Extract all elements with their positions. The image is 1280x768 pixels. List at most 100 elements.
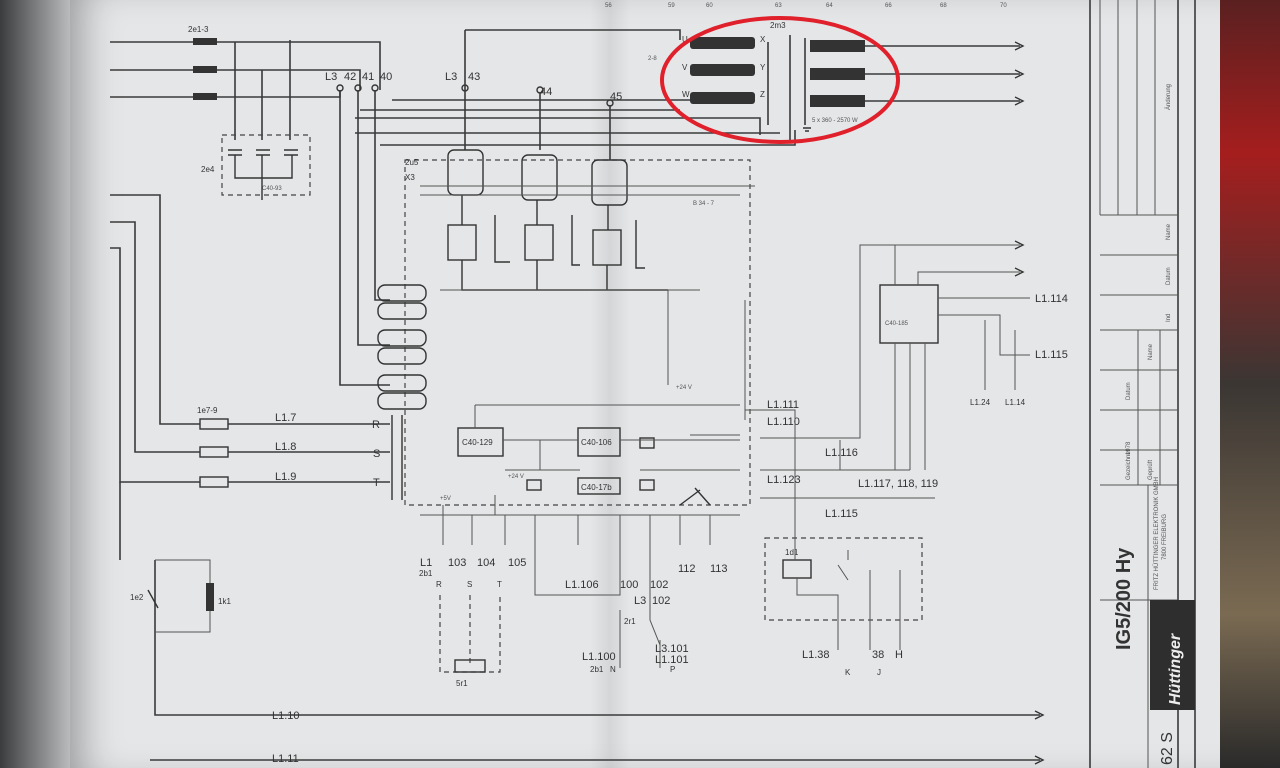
title-block-text: Änderung Name Datum Ind Datum Name Gezei…: [1113, 84, 1184, 765]
svg-text:N: N: [610, 665, 616, 674]
svg-text:2e4: 2e4: [201, 165, 215, 174]
title-block: [1089, 0, 1196, 768]
switch-label: 1e2: [130, 593, 144, 602]
svg-text:R: R: [372, 419, 380, 431]
svg-text:Name: Name: [1148, 343, 1154, 360]
svg-text:7800 FREIBURG: 7800 FREIBURG: [1162, 514, 1168, 560]
svg-text:2u5: 2u5: [405, 158, 419, 167]
relay-coil-label: 1k1: [218, 597, 231, 606]
svg-text:W: W: [682, 90, 690, 99]
company-logo: Hüttinger: [1167, 633, 1184, 705]
top-ruler: 56 59 60 63 64 66 68 70: [605, 3, 1007, 9]
model-name: IG5/200 Hy: [1113, 547, 1135, 650]
svg-text:C40-17b: C40-17b: [581, 483, 612, 492]
book-edge-shadow: [0, 0, 70, 768]
svg-text:60: 60: [706, 3, 713, 9]
svg-text:105: 105: [508, 557, 526, 569]
svg-text:C40-129: C40-129: [462, 438, 493, 447]
svg-text:L1.114: L1.114: [1035, 293, 1068, 305]
svg-text:2r1: 2r1: [624, 617, 636, 626]
svg-text:Datum: Datum: [1166, 267, 1172, 285]
svg-text:L1.106: L1.106: [565, 579, 599, 591]
svg-text:112: 112: [678, 563, 696, 575]
svg-text:2m3: 2m3: [770, 21, 786, 30]
transformer: 2m3 2-8 U V W X Y Z 5 x 360 - 2570 W: [648, 21, 1020, 140]
svg-text:41: 41: [362, 71, 374, 83]
svg-text:L3: L3: [445, 71, 457, 83]
svg-text:Y: Y: [760, 63, 766, 72]
svg-text:L1.110: L1.110: [767, 416, 800, 428]
svg-text:102: 102: [650, 579, 668, 591]
svg-text:V: V: [682, 63, 688, 72]
svg-text:63: 63: [775, 3, 782, 9]
svg-text:43: 43: [468, 71, 480, 83]
svg-text:100: 100: [620, 579, 638, 591]
svg-text:L1.14: L1.14: [1005, 398, 1026, 407]
sheet-number: 62 S: [1159, 732, 1176, 765]
svg-text:U: U: [682, 35, 688, 44]
svg-text:FRITZ HÜTTINGER ELEKTRONIK GMB: FRITZ HÜTTINGER ELEKTRONIK GMBH: [1153, 477, 1160, 590]
svg-text:2b1: 2b1: [590, 665, 604, 674]
svg-text:Name: Name: [1166, 223, 1172, 240]
svg-text:5 x 360 - 2570 W: 5 x 360 - 2570 W: [812, 118, 858, 124]
capacitor-group: 2e4 C40-93: [201, 134, 311, 200]
svg-text:38: 38: [872, 649, 884, 661]
background-surface: [1220, 0, 1280, 768]
output-arrows: [1014, 41, 1045, 765]
svg-text:R: R: [436, 580, 442, 589]
svg-text:K: K: [845, 668, 851, 677]
svg-text:L1.100: L1.100: [582, 651, 616, 663]
svg-text:Änderung: Änderung: [1165, 84, 1172, 110]
svg-text:L1.111: L1.111: [767, 399, 799, 411]
svg-text:59: 59: [668, 3, 675, 9]
svg-text:5r1: 5r1: [456, 679, 468, 688]
highlight-ellipse: [660, 16, 900, 144]
svg-text:S: S: [373, 448, 380, 460]
svg-text:L3: L3: [634, 595, 646, 607]
svg-text:C40-93: C40-93: [262, 186, 282, 192]
svg-text:Z: Z: [760, 90, 765, 99]
svg-text:+5V: +5V: [440, 496, 451, 502]
svg-text:L3: L3: [325, 71, 337, 83]
svg-text:H: H: [895, 649, 903, 661]
svg-text:X: X: [760, 35, 766, 44]
svg-text:1978: 1978: [1126, 441, 1132, 455]
svg-text:T: T: [497, 580, 502, 589]
svg-text:Ind: Ind: [1166, 314, 1172, 322]
relay-unit: 1d1 L1.38 38 H K J: [764, 535, 923, 677]
svg-text:1e7-9: 1e7-9: [197, 406, 218, 415]
svg-text:+24 V: +24 V: [676, 385, 692, 391]
svg-text:2-8: 2-8: [648, 56, 657, 62]
svg-text:70: 70: [1000, 3, 1007, 9]
rectifier-block: 2u5 X3 B 34 - 7: [404, 149, 755, 506]
svg-text:L1.101: L1.101: [655, 654, 689, 666]
fuse-label: 2e1-3: [188, 25, 209, 34]
svg-text:L1.123: L1.123: [767, 474, 801, 486]
svg-text:L1.115: L1.115: [1035, 349, 1068, 361]
svg-text:Geprüft: Geprüft: [1148, 460, 1154, 480]
svg-text:S: S: [467, 580, 472, 589]
svg-text:L1.117, 118, 119: L1.117, 118, 119: [858, 478, 938, 490]
svg-text:L1.115: L1.115: [825, 508, 858, 520]
svg-text:66: 66: [885, 3, 892, 9]
svg-text:Gezeichnet: Gezeichnet: [1126, 449, 1132, 480]
fuse-bank: 1e7-9: [197, 406, 390, 488]
svg-text:64: 64: [826, 3, 833, 9]
line-label-l110: L1.10: [272, 710, 300, 722]
svg-text:104: 104: [477, 557, 495, 569]
svg-text:L1.9: L1.9: [275, 471, 296, 483]
svg-text:Datum: Datum: [1126, 382, 1132, 400]
svg-text:X3: X3: [405, 173, 415, 182]
svg-text:2b1: 2b1: [419, 569, 433, 578]
svg-text:L1.24: L1.24: [970, 398, 991, 407]
svg-text:102: 102: [652, 595, 670, 607]
terminal-labels-top: L3 42 41 40 L3 43 44 45: [325, 71, 622, 107]
svg-text:+24 V: +24 V: [508, 474, 524, 480]
svg-text:40: 40: [380, 71, 392, 83]
svg-text:L1.116: L1.116: [825, 447, 858, 459]
left-feed-lines: [110, 194, 1040, 761]
svg-text:1d1: 1d1: [785, 548, 799, 557]
svg-text:42: 42: [344, 71, 356, 83]
svg-text:L1.8: L1.8: [275, 441, 296, 453]
